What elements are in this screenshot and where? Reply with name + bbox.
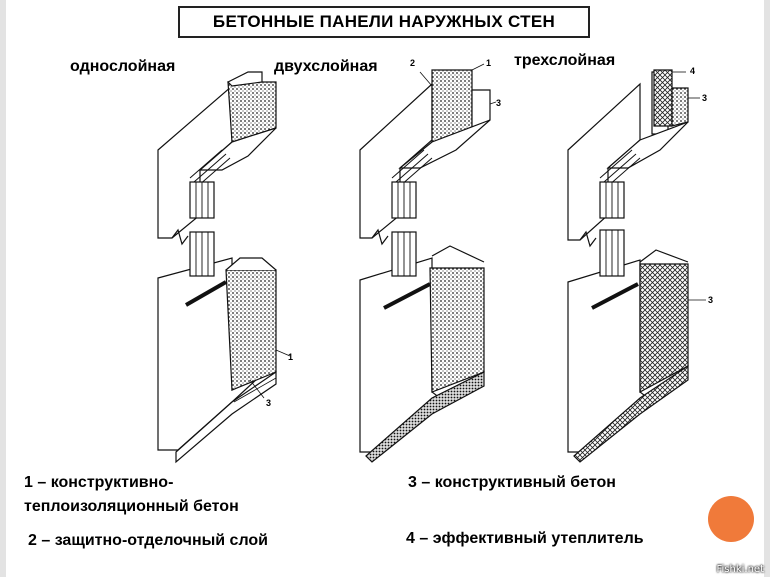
slide-frame-right [764, 0, 770, 577]
panel-single-layer [157, 71, 291, 464]
panel-label-single-layer: однослойная [70, 58, 176, 75]
panel-label-two-layer: двухслойная [274, 58, 378, 75]
callout-panel3-3-top: 3 [702, 93, 707, 103]
panel-two-layer [359, 63, 497, 463]
legend-item-3: 3 – конструктивный бетон [408, 474, 616, 491]
callout-panel3-4: 4 [690, 66, 695, 76]
panel-label-three-layer: трехслойная [514, 52, 616, 69]
page-title: БЕТОННЫЕ ПАНЕЛИ НАРУЖНЫХ СТЕН [178, 6, 590, 38]
legend-item-2: 2 – защитно-отделочный слой [28, 532, 269, 549]
callout-panel2-1: 1 [486, 58, 491, 68]
callout-panel3-3-bottom: 3 [708, 295, 713, 305]
callout-panel1-3: 3 [266, 398, 271, 408]
legend-item-1-line-1: 1 – конструктивно- [24, 474, 174, 491]
orange-circle-decoration [708, 496, 754, 542]
callout-panel1-1: 1 [288, 352, 293, 362]
watermark: Fishki.net [716, 564, 764, 575]
callout-panel2-2: 2 [410, 58, 415, 68]
legend-item-4: 4 – эффективный утеплитель [406, 530, 644, 547]
callout-panel2-3: 3 [496, 98, 501, 108]
panel-three-layer [567, 69, 706, 463]
legend-item-1-line-2: теплоизоляционный бетон [24, 498, 239, 515]
slide-frame-left [0, 0, 6, 577]
